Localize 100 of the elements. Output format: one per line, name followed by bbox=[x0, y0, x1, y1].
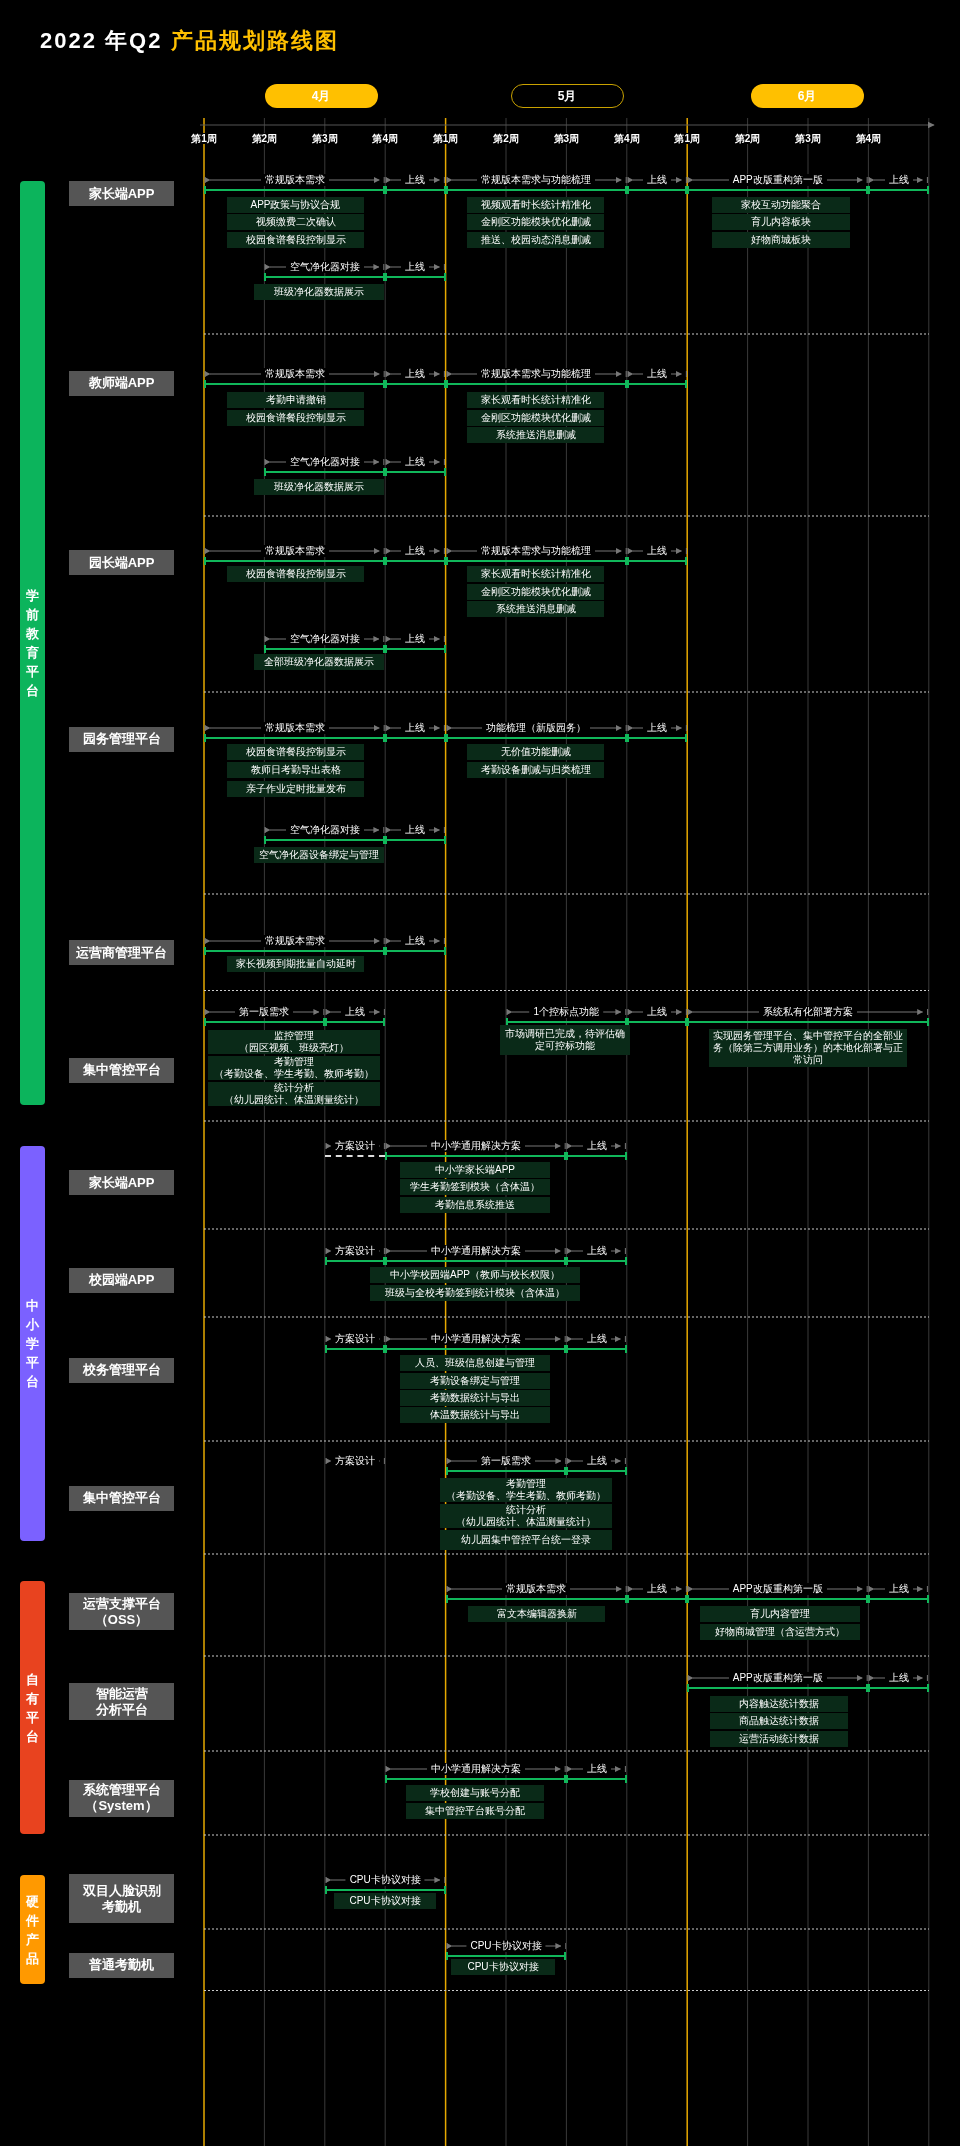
task-box: 实现园务管理平台、集中管控平台的全部业务（除第三方调用业务）的本地化部署与正常访问 bbox=[709, 1029, 907, 1067]
task-box bbox=[208, 1056, 380, 1080]
task-box: 金刚区功能模块优化删减 bbox=[467, 583, 604, 600]
task-box bbox=[208, 1030, 380, 1054]
phase-bar bbox=[324, 1245, 386, 1267]
task-box: 亲子作业定时批量发布 bbox=[227, 780, 364, 797]
phase-bar bbox=[626, 174, 688, 196]
phase-bar bbox=[687, 174, 869, 196]
phase-label: CPU卡协议对接 bbox=[345, 1873, 425, 1886]
task-box: 校园食谱餐段控制显示 bbox=[227, 232, 364, 248]
row-label-box: 教师端APP bbox=[69, 370, 174, 396]
task-box: 视频观看时长统计精准化 bbox=[467, 196, 604, 213]
phase-label: 常规版本需求与功能梳理 bbox=[477, 545, 596, 557]
task-box: 学生考勤签到模块（含体温） bbox=[400, 1179, 550, 1195]
phase-label: 空气净化器对接 bbox=[285, 633, 364, 645]
phase-label: 方案设计 bbox=[331, 1455, 379, 1467]
task-box: 金刚区功能模块优化删减 bbox=[467, 214, 604, 230]
phase-label: 上线 bbox=[582, 1140, 611, 1152]
phase-label: 上线 bbox=[401, 633, 430, 645]
row-label-box: 校务管理平台 bbox=[69, 1357, 174, 1383]
phase-bar bbox=[868, 1671, 929, 1694]
task-box: 好物商城管理（含运营方式） bbox=[700, 1624, 860, 1640]
phase-bar bbox=[204, 174, 386, 196]
task-box: APP政策与协议合规 bbox=[227, 196, 364, 213]
page-title: 2022 年Q2 产品规划路线图 bbox=[40, 27, 339, 55]
phase-label: 上线 bbox=[401, 824, 430, 836]
task-box: 校园食谱餐段控制显示 bbox=[227, 565, 364, 582]
phase-bar bbox=[385, 368, 446, 390]
phase-label: 上线 bbox=[643, 721, 671, 734]
phase-bar bbox=[566, 1140, 627, 1162]
phase-label: 上线 bbox=[401, 545, 430, 557]
week-label: 第2周 bbox=[733, 133, 762, 144]
task-box: 班级净化器数据展示 bbox=[254, 479, 384, 495]
phase-bar bbox=[445, 1455, 567, 1477]
phase-bar bbox=[385, 174, 446, 196]
phase-label: 上线 bbox=[401, 368, 430, 380]
task-box bbox=[440, 1478, 612, 1502]
task-box: 班级与全校考勤签到统计模块（含体温） bbox=[370, 1285, 580, 1301]
task-box: 学校创建与账号分配 bbox=[406, 1785, 544, 1801]
phase-bar bbox=[385, 261, 446, 283]
phase-label: 上线 bbox=[884, 174, 913, 186]
task-box: 家长视频到期批量自动延时 bbox=[227, 955, 364, 972]
task-note: （园区视频、班级亮灯） bbox=[239, 1042, 349, 1054]
phase-label: 上线 bbox=[643, 368, 671, 380]
task-box: 商品触达统计数据 bbox=[710, 1712, 848, 1729]
phase-bar bbox=[264, 633, 386, 655]
task-box: 校园食谱餐段控制显示 bbox=[227, 743, 364, 760]
phase-bar bbox=[566, 1245, 627, 1267]
task-heading: 统计分析 bbox=[274, 1082, 314, 1094]
phase-bar bbox=[385, 633, 446, 655]
task-heading: 监控管理 bbox=[274, 1030, 314, 1042]
phase-bar bbox=[264, 456, 386, 478]
phase-label: 系统私有化部署方案 bbox=[759, 1006, 857, 1018]
phase-bar bbox=[385, 721, 446, 744]
row-label-box: 集中管控平台 bbox=[69, 1057, 174, 1083]
phase-bar bbox=[264, 261, 386, 283]
week-label: 第4周 bbox=[371, 133, 399, 144]
task-box: 幼儿园集中管控平台统一登录 bbox=[440, 1530, 612, 1550]
phase-label: 上线 bbox=[643, 1583, 671, 1595]
task-box: 考勤数据统计与导出 bbox=[400, 1390, 550, 1406]
phase-label: 上线 bbox=[582, 1245, 611, 1257]
row-label-box: 园长端APP bbox=[69, 550, 174, 576]
row-label-box: 智能运营分析平台 bbox=[69, 1683, 174, 1721]
phase-label: 上线 bbox=[884, 1671, 913, 1684]
task-box: 家校互动功能聚合 bbox=[712, 196, 850, 213]
platform-band: 硬件产品 bbox=[20, 1875, 45, 1984]
phase-label: 常规版本需求 bbox=[260, 174, 329, 186]
phase-label: APP改版重构第一版 bbox=[728, 1671, 827, 1684]
phase-bar bbox=[385, 456, 446, 478]
row-label-box: 运营商管理平台 bbox=[69, 940, 174, 965]
week-label: 第3周 bbox=[794, 133, 822, 144]
phase-label: CPU卡协议对接 bbox=[466, 1940, 546, 1952]
phase-label: 常规版本需求 bbox=[260, 545, 329, 557]
phase-bar bbox=[204, 721, 386, 744]
month-pill: 6月 bbox=[750, 84, 864, 108]
phase-label: 常规版本需求 bbox=[260, 721, 329, 734]
row-label-box: 普通考勤机 bbox=[69, 1952, 174, 1978]
week-label: 第1周 bbox=[431, 133, 460, 144]
phase-label: 方案设计 bbox=[331, 1333, 379, 1345]
phase-label: 第一版需求 bbox=[477, 1455, 535, 1467]
phase-label: APP改版重构第一版 bbox=[728, 174, 827, 186]
phase-bar bbox=[566, 1763, 627, 1785]
phase-label: 功能梳理（新版园务） bbox=[482, 721, 591, 734]
phase-label: 上线 bbox=[401, 934, 430, 947]
phase-label: 上线 bbox=[643, 545, 671, 557]
phase-label: 空气净化器对接 bbox=[285, 261, 364, 273]
phase-bar bbox=[324, 1333, 386, 1355]
phase-label: 上线 bbox=[401, 721, 430, 734]
phase-bar bbox=[687, 1583, 869, 1605]
week-label: 第2周 bbox=[250, 133, 279, 144]
task-box: 考勤申请撤销 bbox=[227, 391, 364, 408]
phase-bar bbox=[385, 1245, 567, 1267]
phase-label: 常规版本需求与功能梳理 bbox=[477, 174, 596, 186]
task-box: CPU卡协议对接 bbox=[451, 1958, 555, 1975]
phase-label: 上线 bbox=[643, 174, 671, 186]
phase-label: 上线 bbox=[401, 174, 430, 186]
phase-bar bbox=[687, 1671, 869, 1694]
task-box: 校园食谱餐段控制显示 bbox=[227, 409, 364, 426]
phase-bar bbox=[626, 1583, 688, 1605]
phase-bar bbox=[264, 824, 386, 846]
